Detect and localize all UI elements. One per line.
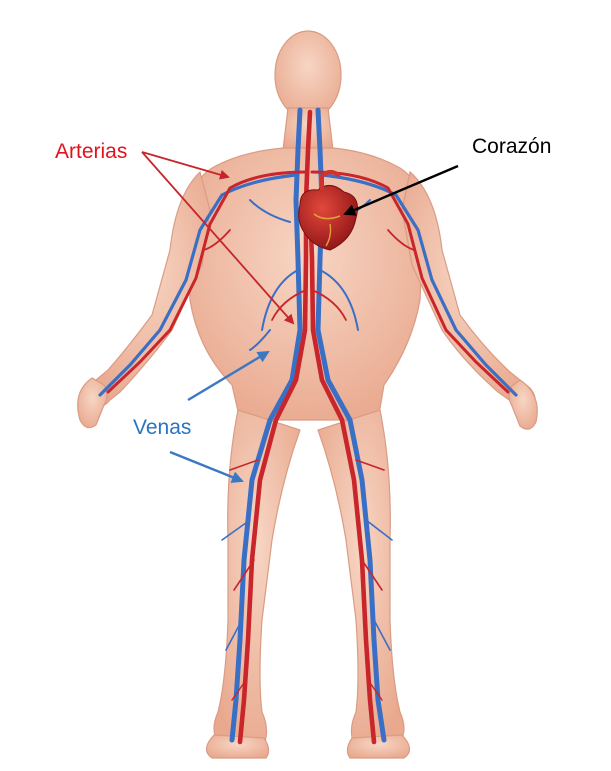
heart-label: Corazón <box>472 135 552 158</box>
heart-pointer-arrow <box>343 164 459 216</box>
heart-organ <box>298 170 358 251</box>
arteries-pointer-arrows <box>141 151 295 325</box>
veins-pointer-arrows <box>169 350 270 483</box>
arteries-label: Arterias <box>55 140 128 163</box>
veins-label: Venas <box>133 416 192 439</box>
